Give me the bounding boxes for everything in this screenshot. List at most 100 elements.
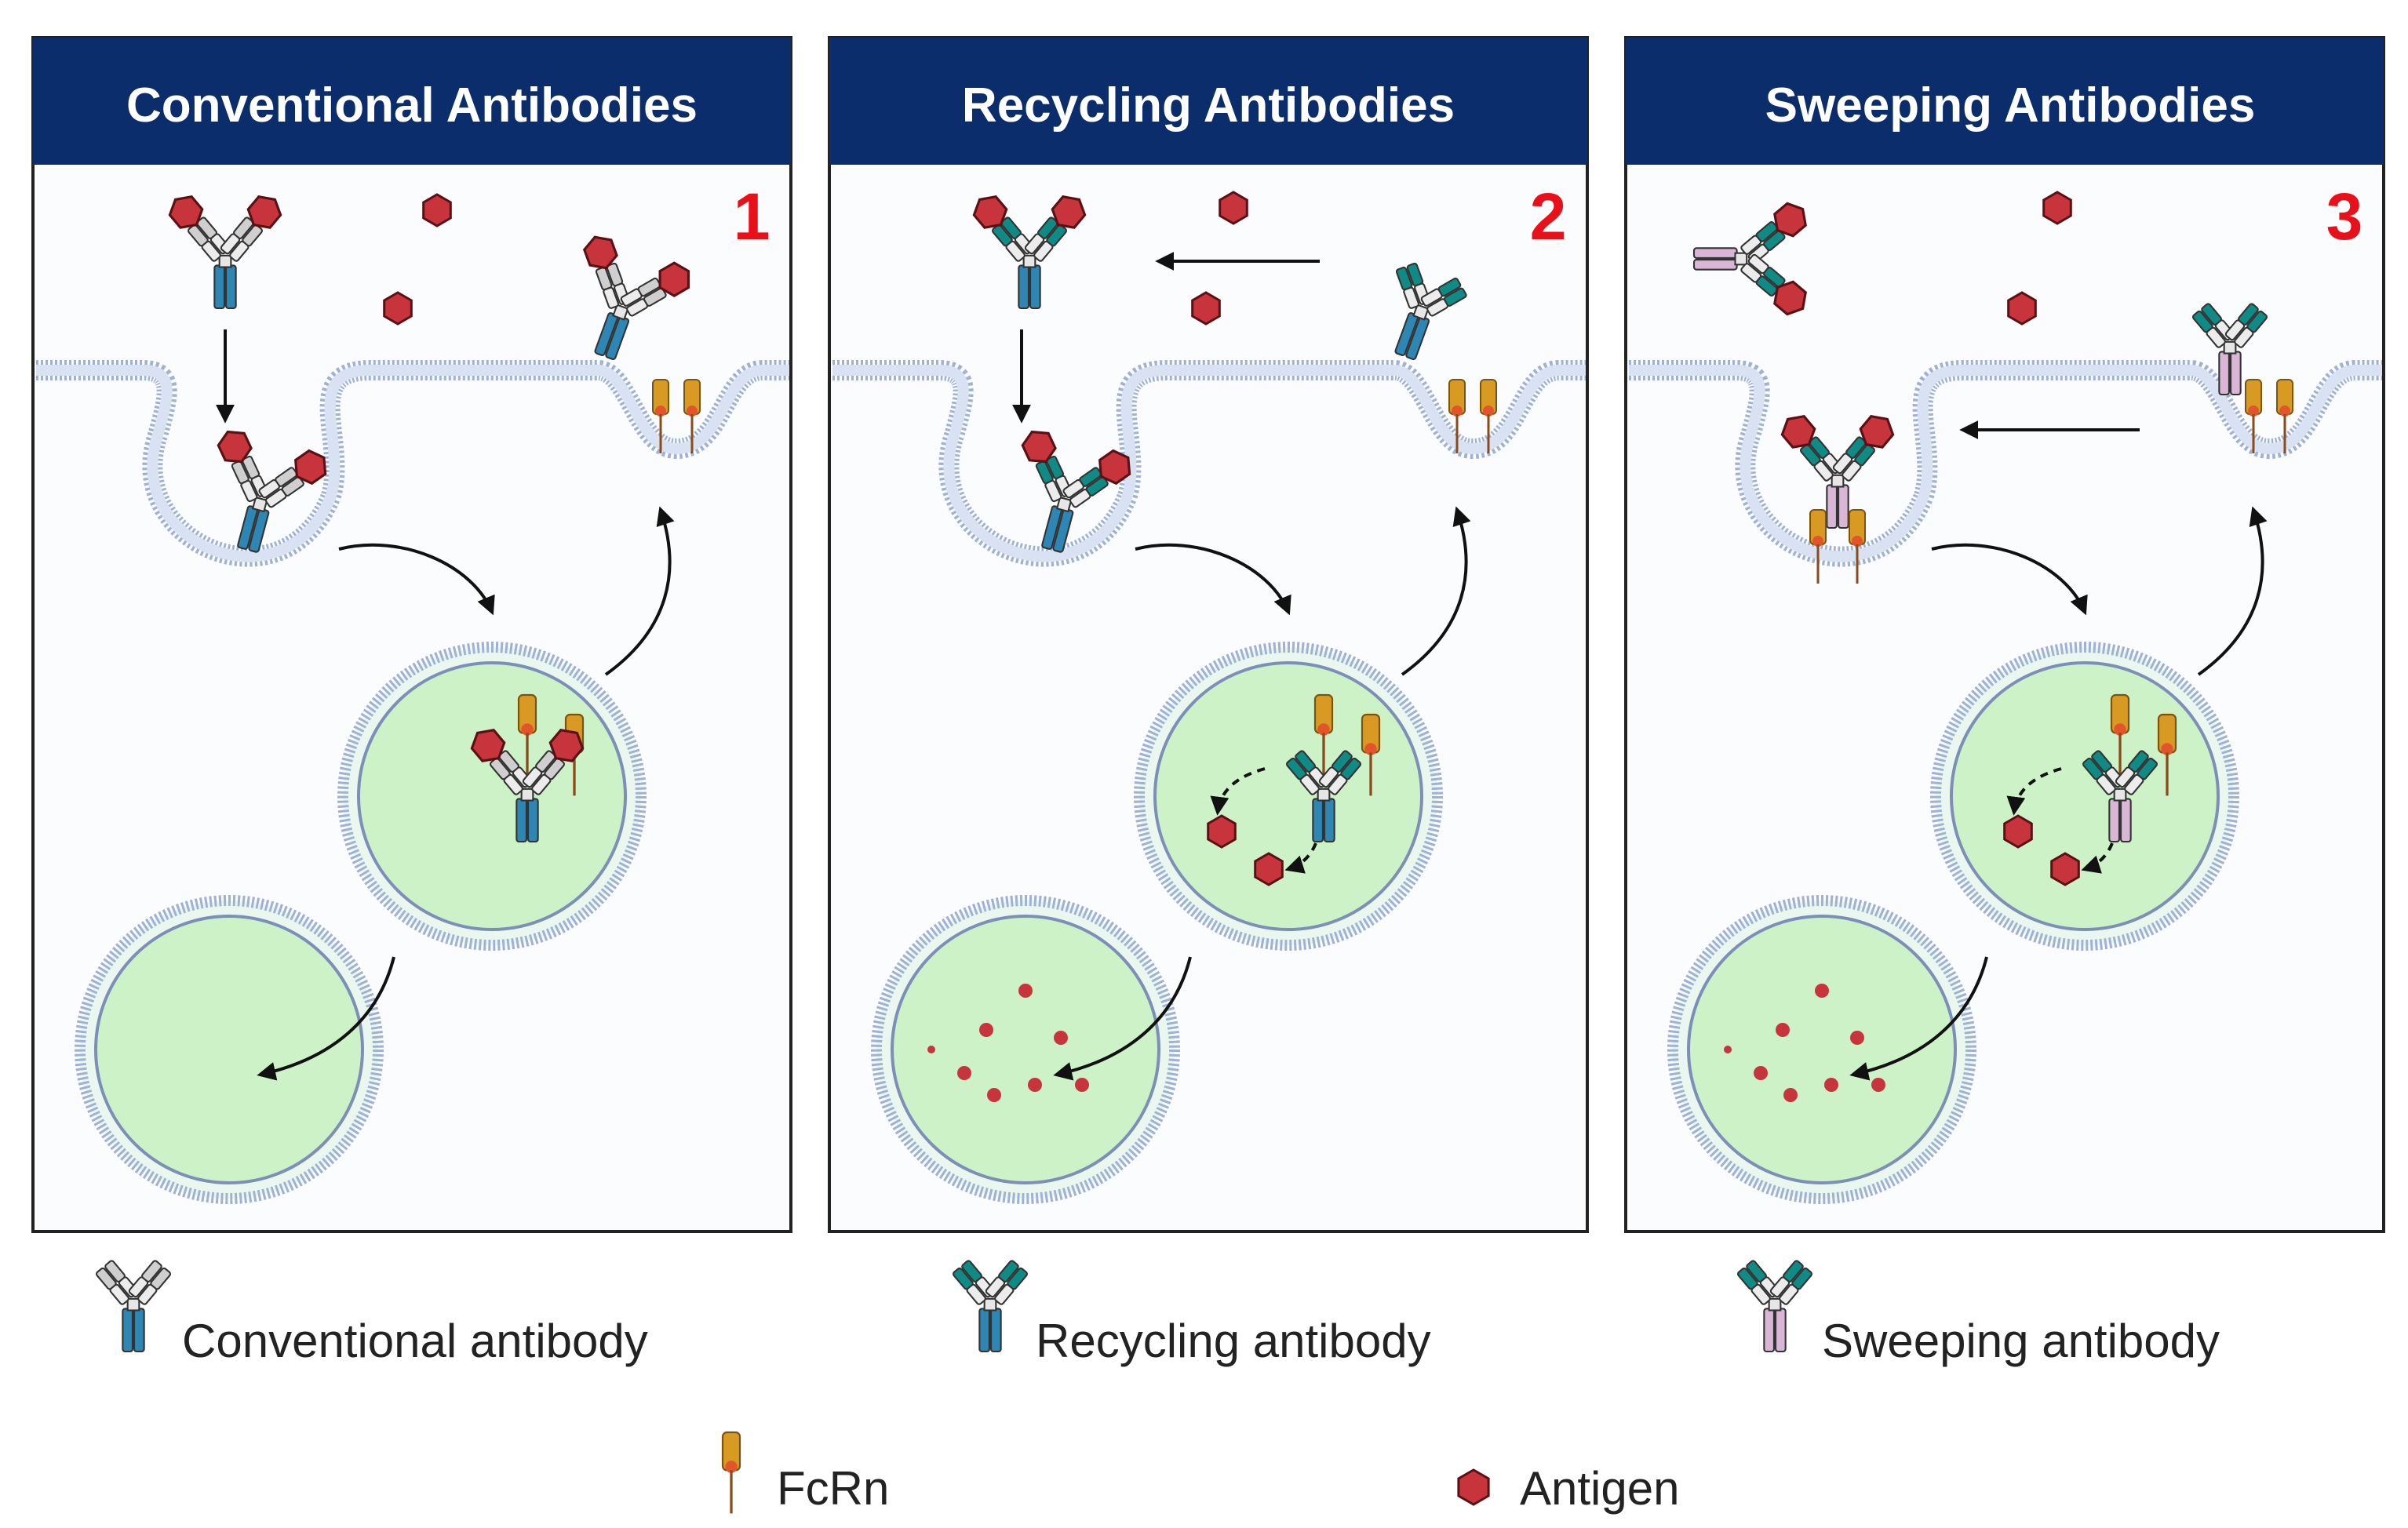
arrow-icon (1849, 956, 1988, 1081)
fcrn-icon (1361, 713, 1381, 796)
legend-fcrn-icon (721, 1431, 741, 1514)
fcrn-icon (683, 379, 701, 453)
arrow-icon (1210, 767, 1266, 816)
antigen-icon (1021, 430, 1057, 464)
antigen-icon (168, 195, 204, 229)
antigen-fragment (1075, 1078, 1089, 1092)
antigen-fragment (1824, 1078, 1838, 1092)
fcrn-icon (517, 693, 537, 777)
arrow-icon (338, 543, 495, 616)
antigen-fragment (1871, 1078, 1885, 1092)
panel-title: Recycling Antibodies (962, 78, 1455, 133)
fcrn-icon (2276, 379, 2293, 453)
arrow-icon (1053, 956, 1192, 1081)
antigen-icon (1191, 291, 1221, 326)
fcrn-icon (652, 379, 669, 453)
legend-conventional-antibody-icon (95, 1260, 172, 1353)
antigen-icon (582, 235, 618, 270)
sweeping-antibody-icon (1780, 415, 1895, 529)
legend: Conventional antibody Recycling antibody… (95, 1260, 2220, 1515)
fcrn-icon (2245, 379, 2262, 453)
vesicle (871, 895, 1180, 1204)
antigen-icon (2003, 814, 2033, 849)
antigen-icon (1773, 280, 1807, 316)
antigen-icon (2007, 291, 2037, 326)
recycling-antibody-icon (972, 195, 1087, 310)
antigen-fragment (1028, 1078, 1042, 1092)
legend-recycling-antibody-icon (952, 1260, 1029, 1353)
antigen-icon (2042, 191, 2072, 225)
fcrn-icon (1809, 509, 1827, 584)
antigen-icon (422, 193, 452, 227)
sweeping-antibody-icon (2082, 750, 2158, 843)
antigen-icon (293, 449, 327, 486)
antigen-icon (383, 291, 413, 326)
vesicle (1930, 642, 2239, 951)
vesicle (1134, 642, 1443, 951)
fcrn-icon (1313, 693, 1334, 777)
fcrn-icon (2157, 713, 2177, 796)
antigen-fragment (1054, 1031, 1068, 1045)
antigen-icon (548, 729, 585, 762)
antigen-icon (1254, 852, 1284, 886)
recycling-antibody-icon (1285, 750, 1362, 843)
conventional-antibody-icon (470, 729, 585, 843)
vesicle (337, 642, 647, 951)
legend-fcrn-label: FcRn (777, 1462, 889, 1515)
antigen-icon (658, 261, 690, 297)
antigen-icon (1219, 191, 1248, 225)
sweeping-antibody-icon (1692, 202, 1807, 316)
recycling-antibody-icon (1394, 262, 1467, 361)
antigen-icon (1051, 195, 1087, 229)
cell-membrane-core (832, 365, 1586, 562)
fcrn-icon (1448, 379, 1466, 453)
arrow-icon (604, 506, 675, 676)
antigen-fragment (987, 1088, 1001, 1102)
conventional-antibody-icon (168, 195, 282, 310)
antigen-icon (1457, 1468, 1490, 1506)
antigen-fragment (1724, 1046, 1732, 1053)
arrow-icon (1401, 506, 1471, 676)
recycling-antibody-icon (952, 1260, 1029, 1353)
antigen-icon (1859, 415, 1895, 449)
antigen-fragment (927, 1046, 935, 1053)
antigen-icon (1098, 449, 1131, 486)
arrow-icon (1931, 543, 2088, 616)
conventional-antibody-icon (582, 235, 690, 361)
legend-antigen-icon (1457, 1468, 1490, 1506)
panel-header (829, 38, 1587, 165)
fcrn-icon (2110, 693, 2130, 777)
legend-conventional-label: Conventional antibody (182, 1315, 648, 1367)
antigen-icon (470, 729, 506, 762)
antigen-icon (217, 430, 253, 464)
conventional-antibody-icon (217, 430, 327, 553)
legend-antigen-label: Antigen (1520, 1462, 1680, 1515)
legend-sweeping-label: Sweeping antibody (1822, 1315, 2220, 1367)
panel-number: 3 (2326, 180, 2363, 253)
arrow-icon (1135, 543, 1291, 616)
panel-header (33, 38, 791, 165)
panel-number: 2 (1530, 180, 1567, 253)
cell-membrane-core (36, 365, 789, 562)
panel-recycling: Recycling Antibodies 2 (828, 36, 1589, 1233)
vesicle (1667, 895, 1976, 1204)
legend-recycling-label: Recycling antibody (1036, 1315, 1431, 1367)
antigen-icon (1773, 202, 1807, 238)
antigen-fragment (1783, 1088, 1798, 1102)
antigen-fragment (979, 1023, 993, 1037)
antigen-icon (2050, 852, 2080, 886)
antigen-fragment (957, 1066, 971, 1080)
arrow-icon (2197, 506, 2268, 676)
antigen-icon (972, 195, 1008, 229)
fcrn-icon (721, 1431, 741, 1514)
fcrn-icon (1849, 509, 1866, 584)
panel-title: Conventional Antibodies (126, 78, 698, 133)
antigen-icon (1207, 814, 1237, 849)
antigen-icon (246, 195, 282, 229)
panel-number: 1 (734, 180, 770, 253)
vesicle (75, 895, 384, 1204)
panel-header (1626, 38, 2384, 165)
antigen-fragment (1815, 984, 1829, 998)
panel-title: Sweeping Antibodies (1765, 78, 2256, 133)
cell-membrane-core (1629, 365, 2382, 562)
